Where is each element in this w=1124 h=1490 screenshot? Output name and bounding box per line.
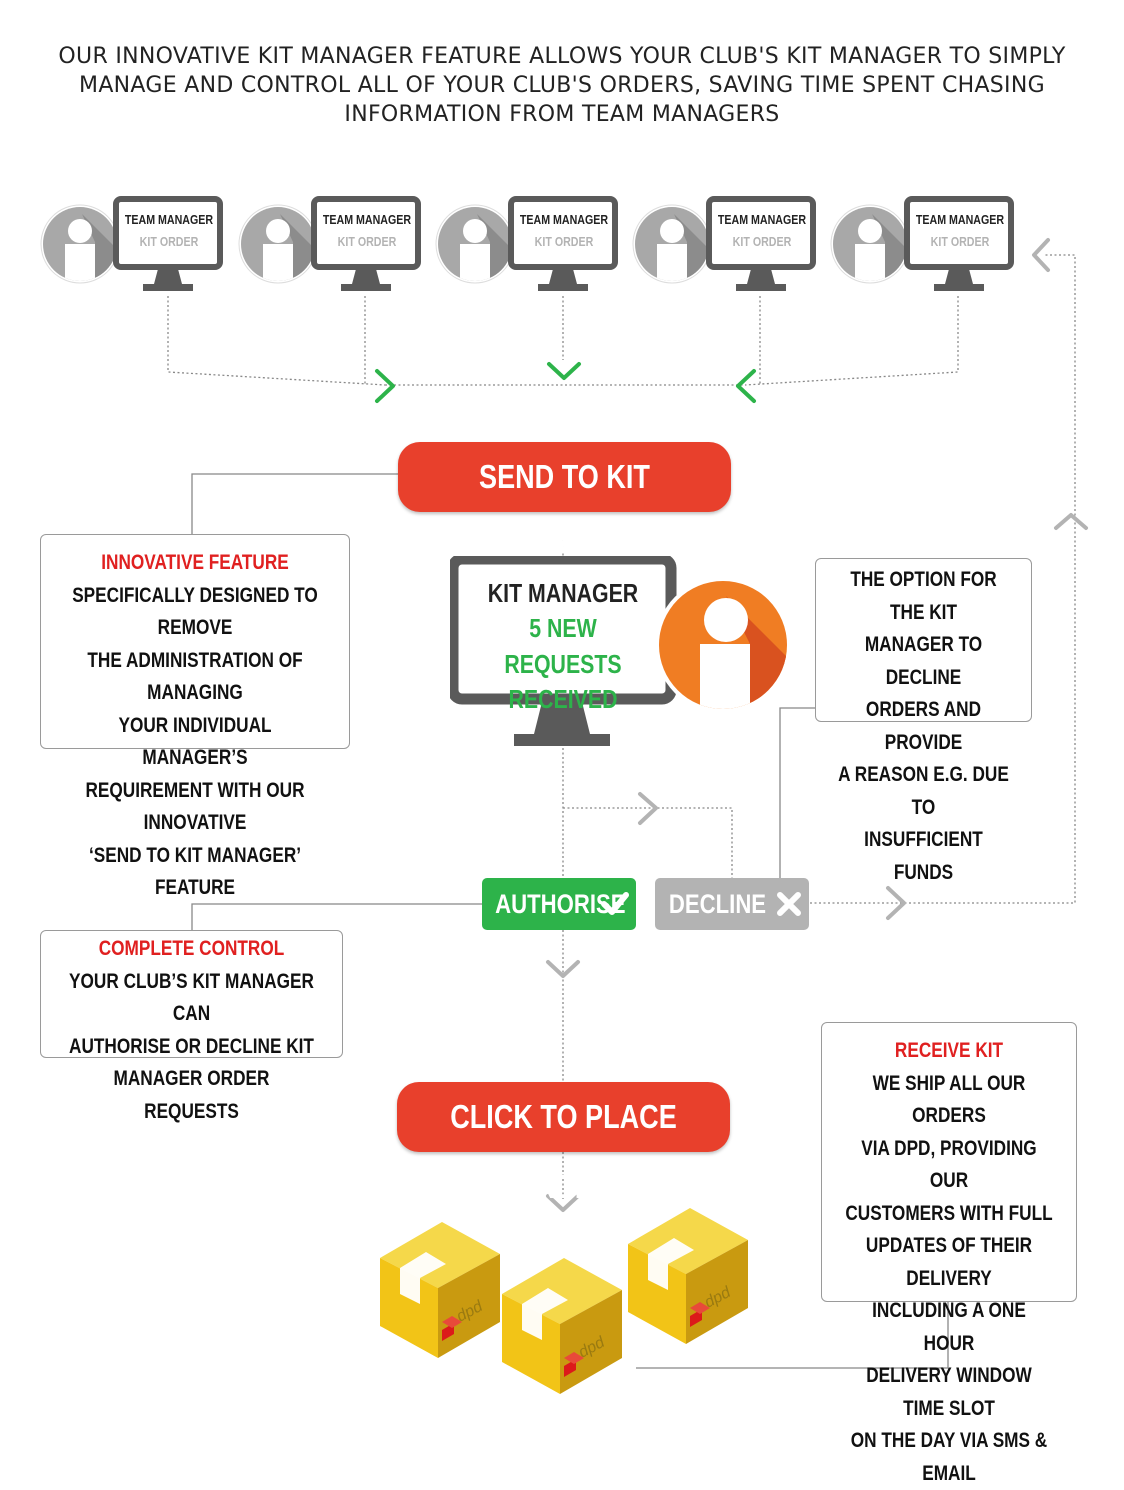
send-to-kit-manager-button[interactable]: SEND TO KIT MANAGER — [398, 442, 731, 565]
innovative-feature-line: ‘SEND TO KIT MANAGER’ FEATURE — [88, 843, 302, 900]
monitor-icon — [311, 196, 421, 291]
arrow-right-green — [375, 369, 395, 403]
decline-option-callout: THE OPTION FOR THE KIT MANAGER TO DECLIN… — [815, 558, 1032, 884]
complete-control-line: MANAGER ORDER REQUESTS — [113, 1067, 270, 1123]
monitor-icon — [904, 196, 1014, 291]
kit-manager-received: RECEIVED — [508, 684, 618, 714]
receive-kit-line: DELIVERY WINDOW TIME SLOT — [866, 1364, 1032, 1420]
kit-manager-avatar-icon — [655, 577, 791, 713]
innovative-feature-line: YOUR INDIVIDUAL MANAGER’S — [118, 713, 272, 770]
team-manager-avatar-icon — [435, 204, 515, 284]
team-manager-row: TEAM MANAGER KIT ORDER TEAM MANAGER KIT ORD… — [0, 0, 1124, 300]
click-to-place-order-button[interactable]: CLICK TO PLACE ORDER — [397, 1082, 730, 1205]
receive-kit-line: ON THE DAY VIA SMS & EMAIL — [850, 1429, 1048, 1485]
complete-control-line: AUTHORISE OR DECLINE KIT — [69, 1034, 314, 1058]
arrow-down-grey-1 — [546, 960, 580, 978]
parcel-box-icon: dpd — [502, 1258, 622, 1394]
monitor-icon — [508, 196, 618, 291]
kit-order-label: KIT ORDER — [930, 234, 990, 249]
arrow-down-green — [547, 362, 581, 380]
arrow-left-green — [736, 369, 756, 403]
kit-order-label: KIT ORDER — [139, 234, 199, 249]
team-manager-monitor: TEAM MANAGER KIT ORDER — [113, 196, 225, 296]
innovative-feature-heading: INNOVATIVE FEATURE — [101, 551, 289, 574]
connector-tm-1 — [167, 296, 386, 386]
innovative-feature-line: REQUIREMENT WITH OUR INNOVATIVE — [85, 778, 305, 835]
decline-option-line: ORDERS AND PROVIDE — [865, 698, 982, 754]
decline-option-line: A REASON E.G. DUE TO — [838, 763, 1009, 819]
decline-option-line: THE OPTION FOR THE KIT — [850, 568, 997, 624]
team-manager-monitor: TEAM MANAGER KIT ORDER — [508, 196, 620, 296]
team-manager-avatar-icon — [632, 204, 712, 284]
connector-decline-callout — [779, 707, 815, 878]
connector-decline-loop — [810, 254, 1076, 904]
team-manager-title: TEAM MANAGER — [124, 212, 214, 227]
arrow-left-grey — [1032, 238, 1050, 272]
monitor-icon — [706, 196, 816, 291]
parcel-box-icon: dpd — [628, 1208, 748, 1344]
team-manager-title: TEAM MANAGER — [915, 212, 1005, 227]
decline-label: DECLINE — [668, 889, 767, 919]
parcel-box-icon: dpd — [380, 1222, 500, 1358]
authorise-label: AUTHORISE — [495, 889, 626, 919]
arrow-right-grey-2 — [886, 886, 906, 920]
arrow-up-grey — [1054, 513, 1088, 530]
complete-control-heading: COMPLETE CONTROL — [98, 937, 285, 960]
team-manager-avatar-icon — [40, 204, 120, 284]
kit-manager-screen: KIT MANAGER 5 NEW REQUESTS RECEIVED — [463, 576, 663, 716]
complete-control-callout: COMPLETE CONTROL YOUR CLUB’S KIT MANAGER… — [40, 930, 343, 1123]
decline-button[interactable]: DECLINE — [655, 878, 809, 930]
team-manager-avatar-icon — [830, 204, 910, 284]
close-icon — [777, 892, 801, 916]
receive-kit-line: INCLUDING A ONE HOUR — [872, 1299, 1026, 1355]
team-manager-monitor: TEAM MANAGER KIT ORDER — [706, 196, 818, 296]
team-manager-avatar-icon — [238, 204, 318, 284]
receive-kit-line: VIA DPD, PROVIDING OUR — [861, 1136, 1037, 1193]
kit-order-label: KIT ORDER — [732, 234, 792, 249]
kit-manager-requests: 5 NEW REQUESTS — [504, 613, 622, 679]
team-manager-title: TEAM MANAGER — [717, 212, 807, 227]
decline-option-line: INSUFFICIENT FUNDS — [864, 828, 983, 884]
connector-feature-callout — [191, 473, 398, 534]
arrow-down-grey-2 — [546, 1194, 580, 1212]
innovative-feature-line: THE ADMINISTRATION OF MANAGING — [87, 648, 303, 705]
checkmark-icon — [601, 892, 629, 915]
complete-control-line: YOUR CLUB’S KIT MANAGER CAN — [69, 969, 314, 1026]
receive-kit-line: CUSTOMERS WITH FULL — [845, 1201, 1053, 1225]
team-manager-monitor: TEAM MANAGER KIT ORDER — [311, 196, 423, 296]
team-manager-title: TEAM MANAGER — [519, 212, 609, 227]
arrow-right-grey-1 — [638, 792, 658, 825]
intro-text: OUR INNOVATIVE KIT MANAGER FEATURE ALLOW… — [58, 44, 1066, 127]
decline-option-line: MANAGER TO DECLINE — [864, 633, 983, 689]
team-manager-title: TEAM MANAGER — [322, 212, 412, 227]
receive-kit-line: WE SHIP ALL OUR ORDERS — [872, 1071, 1026, 1128]
receive-kit-callout: RECEIVE KIT WE SHIP ALL OUR ORDERS VIA D… — [821, 1022, 1077, 1485]
place-order-label: CLICK TO PLACE ORDER — [450, 1098, 677, 1205]
connector-tm-5 — [744, 296, 959, 386]
team-manager-monitor: TEAM MANAGER KIT ORDER — [904, 196, 1016, 296]
authorise-button[interactable]: AUTHORISE — [482, 878, 636, 930]
connector-control-callout — [191, 903, 482, 930]
kit-order-label: KIT ORDER — [534, 234, 594, 249]
kit-manager-title: KIT MANAGER — [487, 578, 639, 608]
kit-order-label: KIT ORDER — [337, 234, 397, 249]
monitor-icon — [113, 196, 223, 291]
innovative-feature-callout: INNOVATIVE FEATURE SPECIFICALLY DESIGNED… — [40, 534, 350, 899]
receive-kit-line: UPDATES OF THEIR DELIVERY — [865, 1234, 1033, 1290]
innovative-feature-line: SPECIFICALLY DESIGNED TO REMOVE — [72, 583, 318, 640]
flow-connectors — [167, 238, 1088, 1369]
receive-kit-heading: RECEIVE KIT — [894, 1039, 1004, 1062]
